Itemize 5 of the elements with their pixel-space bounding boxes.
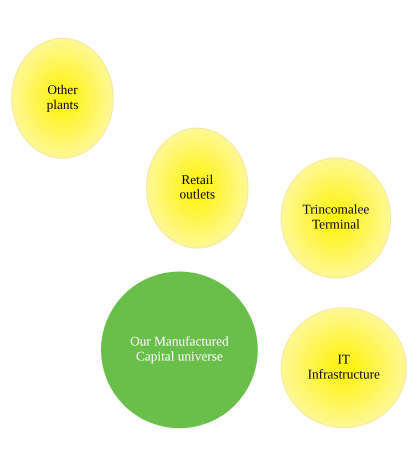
node-circle: IT Infrastructure xyxy=(280,306,407,428)
node-circle: Trincomalee Terminal xyxy=(280,157,392,278)
node-ellipse: Retail outlets xyxy=(146,127,249,248)
node-ellipse: Other plants xyxy=(11,37,114,158)
node-circle: Our Manufactured Capital universe xyxy=(100,270,258,428)
